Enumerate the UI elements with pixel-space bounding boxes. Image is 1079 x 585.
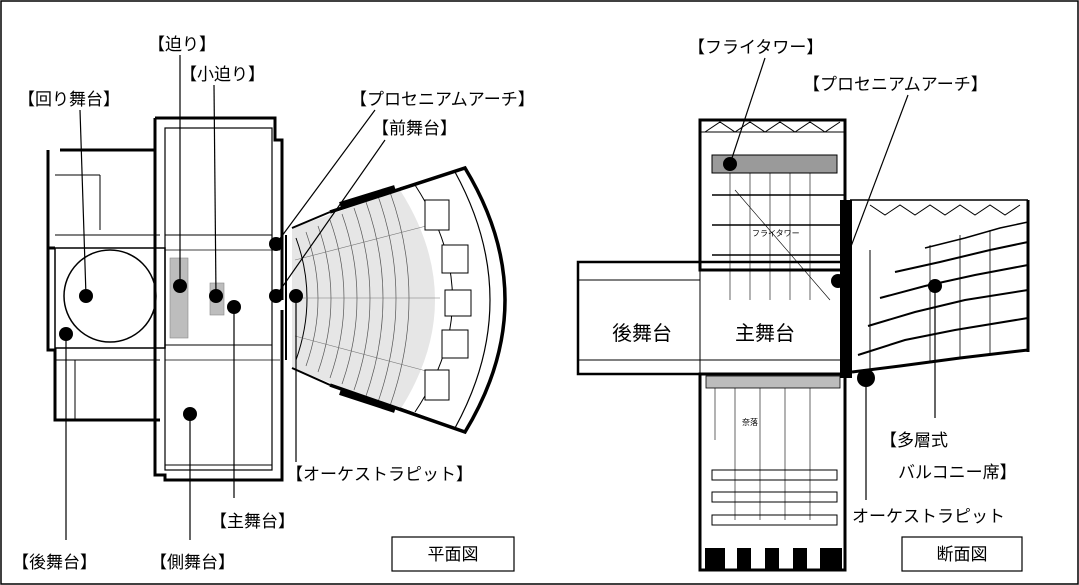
plan-view: 【迫り】 【小迫り】 【回り舞台】 【プロセニアムアーチ】 【前舞台】 【オーケ… [12, 35, 535, 573]
seri-lift [169, 257, 189, 339]
label-shu-butai-section: 主舞台 [735, 321, 795, 345]
label-shu-butai-plan: 【主舞台】 [210, 512, 295, 532]
label-balcony-line1: 【多層式 [880, 431, 948, 451]
section-foundation-blocks [705, 548, 842, 570]
revolving-stage-circle [63, 249, 157, 343]
label-balcony-line2: バルコニー席】 [898, 463, 1017, 483]
label-fly-tower: 【フライタワー】 [688, 38, 823, 58]
section-title: 断面図 [937, 545, 988, 565]
section-understage [698, 372, 847, 572]
section-labels: 【フライタワー】 【プロセニアムアーチ】 【多層式 バルコニー席】 オーケストラ… [688, 38, 1017, 527]
label-ushiro-butai-section: 後舞台 [612, 321, 672, 345]
plan-title-box [391, 536, 515, 572]
label-orchestra-pit-section: オーケストラピット [852, 507, 1005, 527]
label-ushiro-butai-plan: 【後舞台】 [12, 553, 97, 573]
section-stage-box [576, 200, 852, 378]
fly-tower-small-label: フライタワー [752, 229, 800, 238]
plan-title: 平面図 [428, 545, 479, 565]
label-proscenium-arch-plan: 【プロセニアムアーチ】 [350, 90, 535, 110]
plan-labels: 【迫り】 【小迫り】 【回り舞台】 【プロセニアムアーチ】 【前舞台】 【オーケ… [12, 35, 535, 573]
plan-leader-lines [65, 55, 386, 540]
label-orchestra-pit-plan: 【オーケストラピット】 [286, 465, 473, 485]
section-auditorium [850, 199, 1030, 374]
label-proscenium-arch-section: 【プロセニアムアーチ】 [803, 75, 988, 95]
label-soku-butai: 【側舞台】 [150, 553, 235, 573]
section-markers [723, 157, 942, 387]
section-leader-lines [729, 57, 936, 500]
fly-tower-structure [698, 118, 847, 301]
label-mawari-butai: 【回り舞台】 [18, 90, 120, 110]
naraku-small-label: 奈落 [742, 417, 758, 427]
label-seri: 【迫り】 [148, 35, 216, 55]
section-title-box [901, 536, 1023, 572]
label-mae-butai: 【前舞台】 [372, 119, 457, 139]
plan-auditorium [291, 165, 507, 435]
section-view: フライタワー 後舞台 主舞台 [576, 38, 1030, 572]
label-ko-seri: 【小迫り】 [180, 65, 265, 85]
